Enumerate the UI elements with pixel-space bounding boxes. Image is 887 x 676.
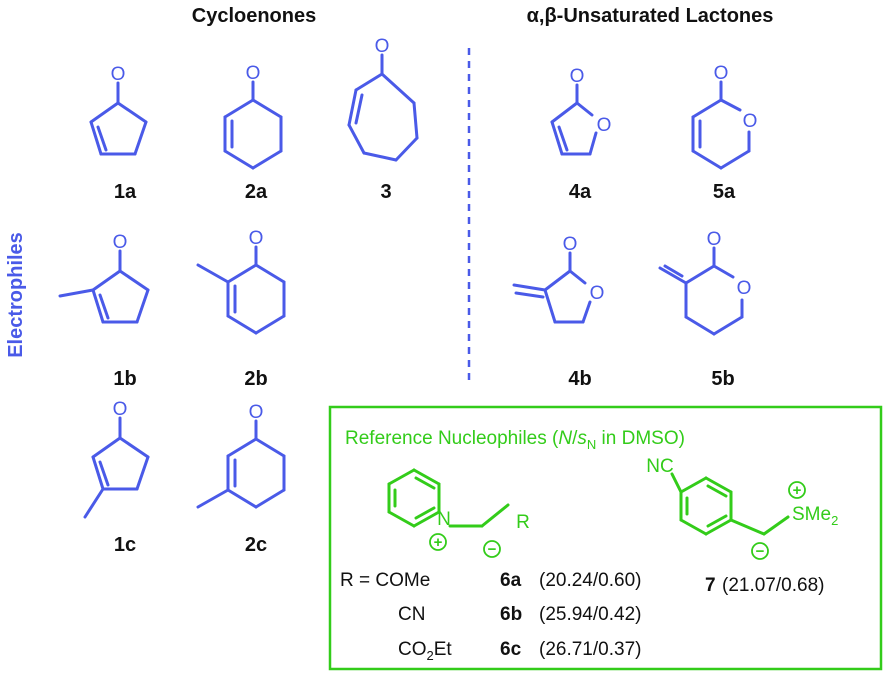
reference-box-title: Reference Nucleophiles (N/sN in DMSO) <box>345 428 685 452</box>
row-6c-params: (26.71/0.37) <box>539 639 641 660</box>
row-6a-id: 6a <box>500 570 522 591</box>
compound-label-1c: 1c <box>114 534 136 556</box>
molecule-4a <box>550 83 598 156</box>
compound-label-2c: 2c <box>245 534 267 556</box>
oxygen-2c: O <box>249 402 264 423</box>
pyridinium-plus-sign: + <box>434 534 443 551</box>
pyridinium-minus-charge <box>483 540 501 558</box>
oxygen-4a-ring: O <box>597 115 612 136</box>
pyridinium-plus-charge <box>429 533 447 551</box>
nitrile-group: NC <box>646 456 673 477</box>
compound-label-3: 3 <box>380 181 391 203</box>
oxygen-2a: O <box>246 63 261 84</box>
row-6c-substituent: CO2Et <box>398 639 452 663</box>
sulfonium-plus-charge <box>788 481 806 499</box>
molecule-4b <box>512 251 592 324</box>
row-6a-params: (20.24/0.60) <box>539 570 641 591</box>
reference-nucleophiles-box <box>328 405 883 671</box>
sulfonium-minus-sign: − <box>756 543 765 560</box>
pyridinium-minus-sign: − <box>488 541 497 558</box>
oxygen-1b: O <box>113 232 128 253</box>
molecule-3 <box>347 53 419 162</box>
compound-label-5a: 5a <box>713 181 736 203</box>
molecule-2a <box>223 80 283 170</box>
compound-7-params: (21.07/0.68) <box>722 575 824 596</box>
oxygen-2b: O <box>249 228 264 249</box>
sulfonium-minus-charge <box>751 542 769 560</box>
molecule-2c <box>196 419 286 509</box>
oxygen-5a-ring: O <box>743 111 758 132</box>
compound-label-2b: 2b <box>244 368 267 390</box>
sulfonium-group: SMe2 <box>792 504 838 528</box>
section-title-cycloenones: Cycloenones <box>192 5 316 27</box>
row-6b-params: (25.94/0.42) <box>539 604 641 625</box>
sulfonium-ylide-structure <box>670 472 790 536</box>
molecule-2b <box>196 245 286 335</box>
pyridinium-nitrogen: N <box>437 509 451 530</box>
pyridinium-r-group: R <box>516 512 530 533</box>
compound-label-4a: 4a <box>569 181 592 203</box>
oxygen-3: O <box>375 36 390 57</box>
molecule-5a <box>691 80 751 170</box>
pyridinium-ylide-structure <box>387 468 510 528</box>
oxygen-5a-carbonyl: O <box>714 63 729 84</box>
oxygen-4b-carbonyl: O <box>563 234 578 255</box>
molecule-5b <box>658 246 744 336</box>
oxygen-5b-carbonyl: O <box>707 229 722 250</box>
row-6c-id: 6c <box>500 639 522 660</box>
compound-label-5b: 5b <box>711 368 734 390</box>
oxygen-5b-ring: O <box>737 278 752 299</box>
compound-label-1a: 1a <box>114 181 137 203</box>
row-6b-id: 6b <box>500 604 522 625</box>
sulfonium-plus-sign: + <box>793 482 802 499</box>
oxygen-1a: O <box>111 64 126 85</box>
row-6a-substituent: R = COMe <box>340 570 430 591</box>
molecule-1b <box>58 249 150 324</box>
compound-7-id: 7 <box>705 575 716 596</box>
molecule-1c <box>83 416 150 519</box>
molecule-1a <box>89 81 148 156</box>
oxygen-4a-carbonyl: O <box>570 66 585 87</box>
oxygen-1c: O <box>113 399 128 420</box>
compound-label-2a: 2a <box>245 181 268 203</box>
compound-label-4b: 4b <box>568 368 591 390</box>
row-6b-substituent: CN <box>398 604 425 625</box>
side-label-electrophiles: Electrophiles <box>5 232 27 358</box>
section-title-lactones: α,β-Unsaturated Lactones <box>527 5 774 27</box>
compound-label-1b: 1b <box>113 368 136 390</box>
oxygen-4b-ring: O <box>590 283 605 304</box>
